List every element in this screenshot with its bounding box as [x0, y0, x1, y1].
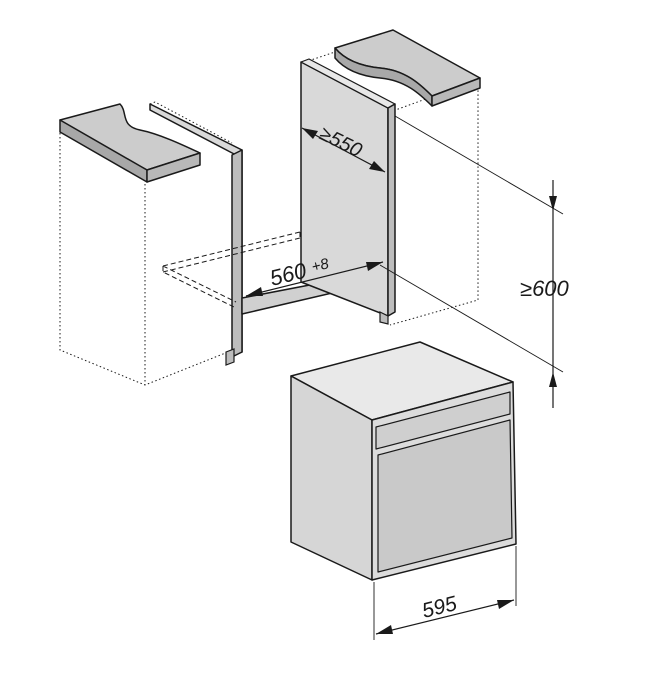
- niche-floor-dashed: [162, 231, 389, 309]
- oven-door: [377, 419, 513, 573]
- dimension-height: ≥600: [379, 115, 570, 408]
- oven-control-panel: [375, 391, 511, 450]
- right-cabinet: [300, 29, 481, 326]
- oven: [290, 341, 517, 581]
- left-cabinet: [59, 101, 243, 386]
- dimension-oven-width-label: 595: [420, 592, 460, 623]
- left-cabinet-outline: [59, 133, 229, 386]
- dimension-niche-width-tolerance: +8: [310, 255, 331, 276]
- dimension-height-label: ≥600: [520, 276, 570, 301]
